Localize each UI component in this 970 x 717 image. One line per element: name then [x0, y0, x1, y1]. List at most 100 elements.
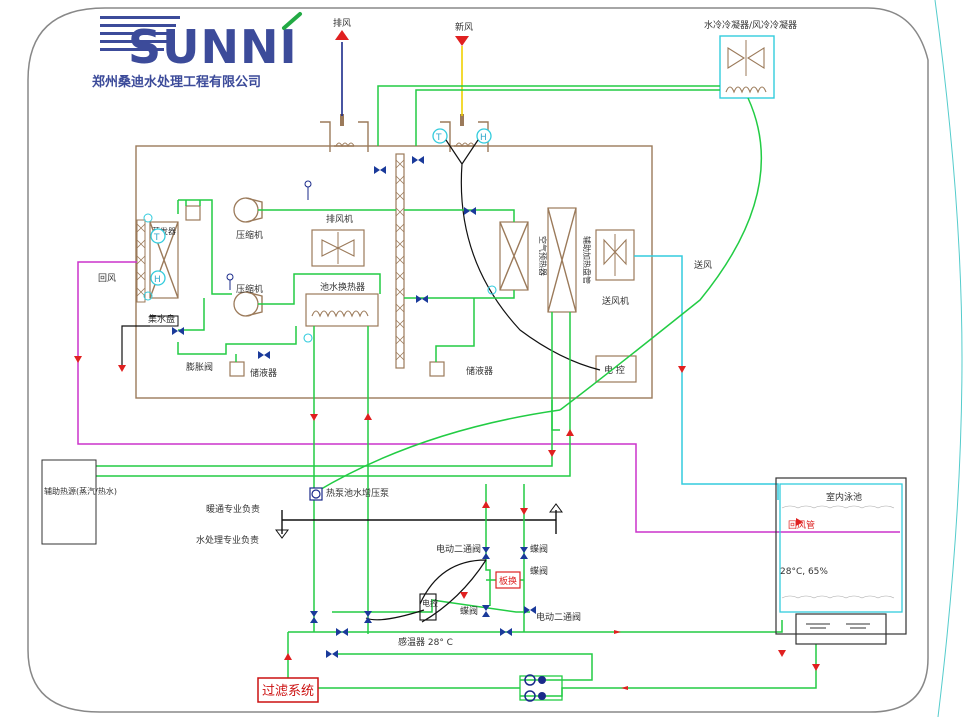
- aux-valve-branch: [551, 400, 560, 431]
- sensor-h-fresh: H: [476, 128, 492, 144]
- valve-lower-1: [482, 547, 490, 559]
- riser-486: [485, 484, 491, 606]
- partition-hatch: [395, 159, 405, 361]
- condenser-return-curve: [559, 97, 763, 411]
- return-filter: [136, 219, 146, 303]
- refrigerant-pipe-lower: [177, 298, 297, 355]
- oil-separator: [185, 205, 201, 221]
- pressure-gauge-2: [304, 180, 312, 200]
- valve-lower-4: [310, 611, 318, 623]
- fresh-air-sensor-wires: [445, 139, 601, 371]
- flow-arrow-11: [812, 664, 820, 671]
- flow-arrow-14: [796, 518, 803, 526]
- valve-lower-5: [364, 611, 372, 623]
- receiver-2-label: 储液器: [466, 365, 493, 377]
- refrigerant-pipe-pool-hx-loop: [258, 273, 381, 305]
- valve-lower-9: [326, 650, 338, 658]
- pool-condition-label: 28°C, 65%: [780, 567, 828, 577]
- hot-water-riser-1: [96, 312, 553, 467]
- receiver-1: [229, 361, 245, 377]
- motor-valve-bottom-label: 电动二通阀: [536, 611, 581, 623]
- exhaust-fan: 排风机: [311, 213, 365, 267]
- long-curve-green: [315, 409, 561, 493]
- mid-run: [332, 599, 530, 613]
- edge-cyan-line: [934, 0, 963, 717]
- evap-sensor-dot-bottom: [143, 291, 153, 301]
- company-logo: SUNNI 郑州桑迪水处理工程有限公司: [92, 12, 302, 90]
- sensor-t-fresh: T: [432, 128, 448, 144]
- valve-lower-3: [482, 605, 490, 617]
- sensor-circle-1: [303, 333, 313, 343]
- aux-heat-source-label: 辅助热源(蒸汽/热水): [44, 486, 117, 496]
- flow-arrow-13: [460, 592, 468, 599]
- evaporator-label: 蒸发器: [152, 226, 176, 236]
- sensor-h-evap: H: [150, 270, 166, 286]
- valve-lower-7: [500, 628, 512, 636]
- circulation-pumps: [519, 674, 563, 702]
- valve-3: [416, 295, 428, 303]
- flow-arrow-6: [482, 501, 490, 508]
- control-box-small: [419, 593, 437, 621]
- fresh-air-arrow: [455, 36, 469, 46]
- flow-arrow-4: [310, 414, 318, 421]
- butterfly-3-label: 蝶阀: [460, 605, 478, 617]
- thermostat-label: 感温器 28° C: [398, 636, 453, 648]
- air-preheater: 空气预热器: [499, 221, 548, 291]
- filter-system-box: [257, 677, 319, 703]
- fresh-air-label: 新风: [455, 21, 473, 33]
- receiver-1-label: 储液器: [250, 367, 277, 379]
- return-filter-hatch: [136, 223, 146, 297]
- label-text: T: [435, 133, 442, 143]
- heat-pump-pool-pump: [309, 487, 323, 501]
- compressor-1: 压缩机: [233, 197, 263, 241]
- refrigerant-pipe-condenser-top: [377, 85, 720, 146]
- valve-lower-6: [336, 628, 348, 636]
- flow-arrow-2: [74, 356, 82, 363]
- flow-arrow-9: [621, 686, 628, 690]
- exhaust-fan-label: 排风机: [326, 213, 353, 225]
- valve-1: [172, 327, 184, 335]
- indoor-pool: 室内泳池 回风管 28°C, 65%: [775, 477, 907, 645]
- flow-arrow-15: [548, 450, 556, 457]
- valve-5: [374, 166, 386, 174]
- butterfly-2-label: 蝶阀: [530, 565, 548, 577]
- valve-4: [464, 207, 476, 215]
- return-air-duct: [77, 261, 900, 533]
- flow-arrow-7: [520, 508, 528, 515]
- sump-tray: [150, 315, 179, 327]
- pool-outlet: [592, 644, 817, 689]
- pump-bypass: [336, 653, 593, 697]
- supply-air-duct: [634, 255, 779, 500]
- valve-2: [258, 351, 270, 359]
- supply-fan-label: 送风机: [602, 295, 629, 307]
- ahu-casing: [135, 145, 653, 399]
- exhaust-label: 排风: [333, 17, 351, 29]
- expansion-valve-label: 膨胀阀: [186, 361, 213, 373]
- return-air-label: 回风: [98, 273, 116, 284]
- fresh-air-damper: [440, 114, 489, 152]
- aux-heat-source-box: [41, 459, 97, 545]
- flow-arrow-10: [778, 650, 786, 657]
- compressor-1-label: 压缩机: [236, 229, 263, 241]
- flow-arrow-16: [566, 429, 574, 436]
- indoor-pool-label: 室内泳池: [826, 491, 862, 503]
- responsibility-marker-left: [275, 529, 289, 539]
- control-wire-1: [419, 559, 487, 623]
- butterfly-1-label: 蝶阀: [530, 543, 548, 555]
- valve-6: [412, 156, 424, 164]
- drain-pipe: [121, 325, 150, 368]
- water-treatment-load-label: 水处理专业负责: [196, 534, 259, 546]
- control-box-small-label: 电控: [422, 598, 438, 608]
- plate-heat-exchanger: [495, 571, 521, 589]
- flow-arrow-3: [678, 366, 686, 373]
- balance-tank: [795, 613, 887, 645]
- flow-arrow-12: [284, 653, 292, 660]
- compressor-2: 压缩机: [233, 283, 263, 317]
- sensor-circle-2: [487, 285, 497, 295]
- condenser-label: 水冷冷凝器/风冷冷凝器: [704, 19, 797, 31]
- refrigerant-pipe-receiver2: [435, 298, 475, 362]
- plate-hx-label: 板换: [499, 575, 517, 587]
- hot-water-riser-2: [96, 312, 571, 477]
- label-text: T: [153, 233, 160, 243]
- electric-control-label: 电 控: [604, 364, 625, 376]
